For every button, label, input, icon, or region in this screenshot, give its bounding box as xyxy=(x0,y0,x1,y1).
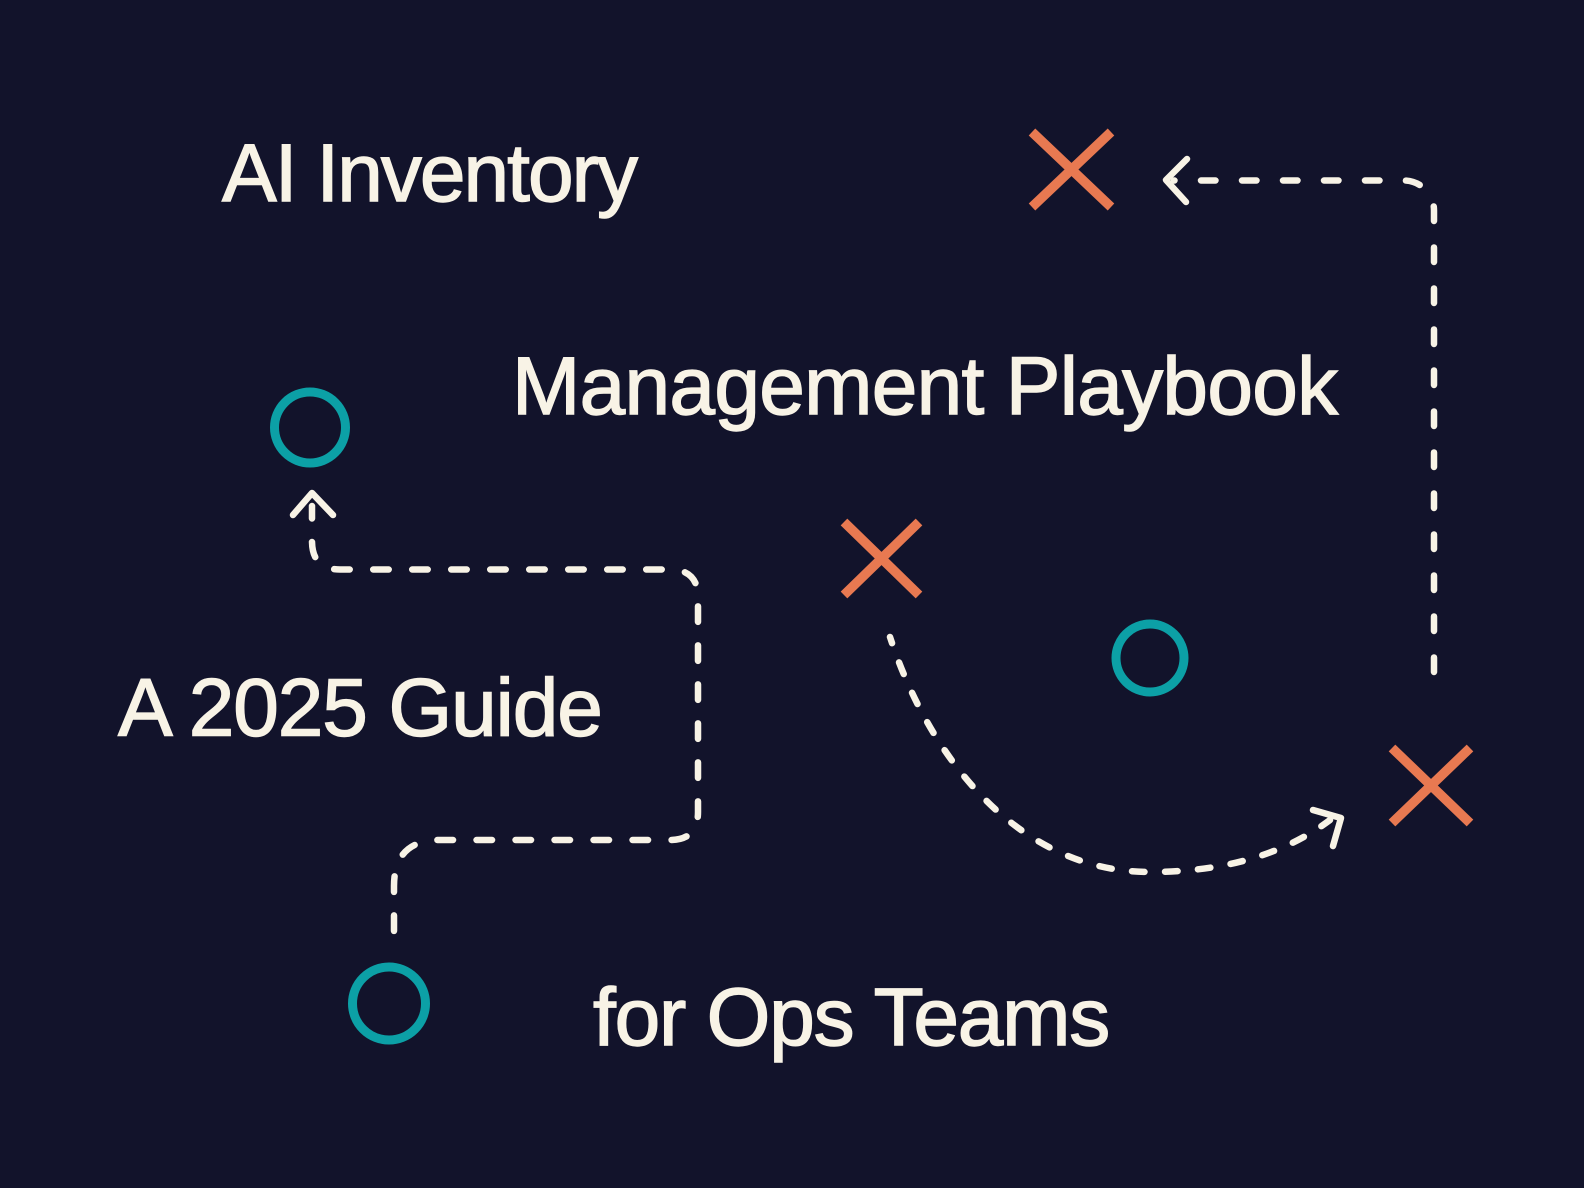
svg-text:Management Playbook: Management Playbook xyxy=(512,341,1339,432)
svg-text:A 2025 Guide: A 2025 Guide xyxy=(118,663,602,754)
svg-text:AI Inventory: AI Inventory xyxy=(222,128,638,219)
svg-text:for Ops Teams: for Ops Teams xyxy=(593,972,1109,1063)
